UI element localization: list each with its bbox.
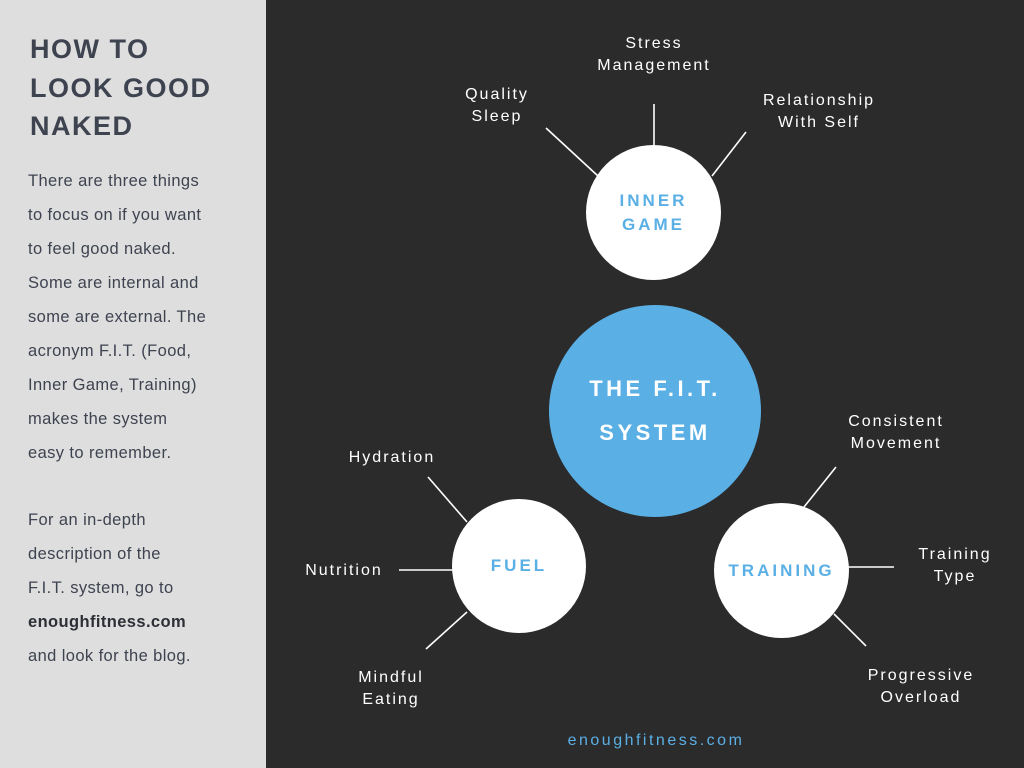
page-title: HOW TO LOOK GOOD NAKED xyxy=(30,30,260,146)
intro-line: acronym F.I.T. (Food, xyxy=(28,342,192,360)
leaf-text: Quality xyxy=(465,86,529,103)
connector-relationship xyxy=(711,131,747,177)
website-link[interactable]: enoughfitness.com xyxy=(28,613,187,631)
connector-lines xyxy=(399,104,894,650)
leaf-text: Mindful xyxy=(358,669,424,686)
intro-line: to feel good naked. xyxy=(28,240,176,258)
leaf-relationship-with-self: Relationship With Self xyxy=(746,90,892,134)
intro-line: to focus on if you want xyxy=(28,206,202,224)
inner-game-line: GAME xyxy=(622,214,685,234)
intro-line: Some are internal and xyxy=(28,274,199,292)
leaf-text: Training xyxy=(918,546,992,563)
leaf-consistent-movement: Consistent Movement xyxy=(828,411,964,455)
inner-game-node: INNER GAME xyxy=(586,145,721,280)
leaf-stress-management: Stress Management xyxy=(579,33,729,77)
cta-line: description of the xyxy=(28,545,161,563)
leaf-hydration: Hydration xyxy=(336,447,448,469)
cta-line: F.I.T. system, go to xyxy=(28,579,174,597)
leaf-text: Hydration xyxy=(348,449,436,466)
connector-consistent-movement xyxy=(803,466,837,508)
intro-line: Inner Game, Training) xyxy=(28,376,197,394)
training-line: TRAINING xyxy=(728,560,835,580)
leaf-text: Eating xyxy=(362,691,420,708)
leaf-text: Movement xyxy=(850,435,942,452)
leaf-mindful-eating: Mindful Eating xyxy=(336,667,446,711)
leaf-text: Progressive xyxy=(867,667,975,684)
fit-diagram: INNER GAME THE F.I.T. SYSTEM FUEL TRAINI… xyxy=(266,0,1024,768)
leaf-text: Management xyxy=(597,57,711,74)
cta-line: and look for the blog. xyxy=(28,647,191,665)
fuel-line: FUEL xyxy=(490,556,548,575)
connector-mindful-eating xyxy=(425,611,468,650)
footer-url[interactable]: enoughfitness.com xyxy=(567,732,745,749)
title-line: LOOK GOOD xyxy=(30,72,212,103)
leaf-training-type: Training Type xyxy=(904,544,1006,588)
intro-paragraph: There are three things to focus on if yo… xyxy=(28,164,248,470)
intro-line: some are external. The xyxy=(28,308,207,326)
connector-progressive-overload xyxy=(833,613,867,647)
inner-game-label: INNER GAME xyxy=(620,189,688,237)
fuel-label: FUEL xyxy=(491,554,547,578)
leaf-text: Type xyxy=(933,568,977,585)
training-label: TRAINING xyxy=(728,559,834,583)
leaf-nutrition: Nutrition xyxy=(292,560,396,582)
leaf-text: With Self xyxy=(777,114,860,131)
leaf-text: Consistent xyxy=(848,413,944,430)
cta-paragraph: For an in-depth description of the F.I.T… xyxy=(28,503,248,673)
title-line: NAKED xyxy=(30,111,134,141)
leaf-progressive-overload: Progressive Overload xyxy=(854,665,988,709)
leaf-quality-sleep: Quality Sleep xyxy=(446,84,548,128)
fit-system-node: THE F.I.T. SYSTEM xyxy=(549,305,761,517)
sidebar: HOW TO LOOK GOOD NAKED There are three t… xyxy=(0,0,266,768)
leaf-text: Relationship xyxy=(762,92,876,109)
leaf-text: Overload xyxy=(880,689,962,706)
intro-line: There are three things xyxy=(28,172,200,190)
connector-hydration xyxy=(427,476,468,523)
connector-quality-sleep xyxy=(545,127,599,177)
intro-line: easy to remember. xyxy=(28,444,172,462)
inner-game-line: INNER xyxy=(619,190,688,210)
leaf-text: Stress xyxy=(625,35,683,52)
fit-system-line: THE F.I.T. xyxy=(589,376,721,401)
cta-line: For an in-depth xyxy=(28,511,146,529)
title-line: HOW TO xyxy=(30,34,150,64)
intro-line: makes the system xyxy=(28,410,168,428)
leaf-text: Sleep xyxy=(471,108,523,125)
fuel-node: FUEL xyxy=(452,499,586,633)
training-node: TRAINING xyxy=(714,503,849,638)
fit-system-label: THE F.I.T. SYSTEM xyxy=(589,367,721,455)
leaf-text: Nutrition xyxy=(305,562,383,579)
fit-system-line: SYSTEM xyxy=(599,420,711,445)
